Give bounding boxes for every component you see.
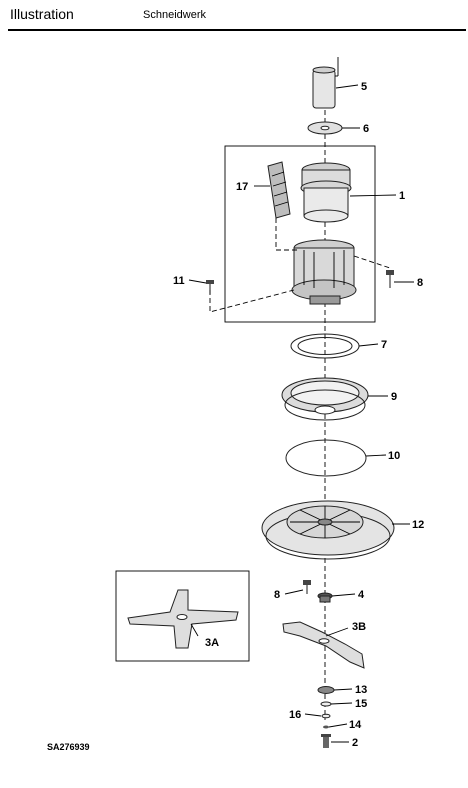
part-13-washer bbox=[317, 686, 335, 694]
callout-8-lower: 8 bbox=[274, 589, 280, 601]
callout-3b: 3B bbox=[352, 621, 366, 633]
part-6-plate bbox=[307, 121, 343, 135]
part-10-o-ring bbox=[285, 439, 367, 477]
callout-4: 4 bbox=[358, 589, 365, 601]
part-1-motor-housing bbox=[300, 162, 352, 223]
callout-12: 12 bbox=[412, 519, 424, 531]
part-3b-blade bbox=[282, 621, 365, 669]
callout-7: 7 bbox=[381, 339, 387, 351]
part-8-screw-lower bbox=[303, 580, 311, 594]
part-14-spacer bbox=[323, 725, 329, 729]
header-rule bbox=[8, 29, 466, 31]
part-3a-blade bbox=[127, 589, 239, 649]
inset-box-3a bbox=[115, 570, 250, 662]
part-4-hub bbox=[317, 592, 333, 603]
section-label: Illustration bbox=[10, 6, 74, 22]
screw-guide-line-left bbox=[209, 289, 295, 313]
part-9-bearing-housing bbox=[281, 377, 369, 421]
part-lower-housing bbox=[291, 239, 357, 305]
part-15-washer bbox=[320, 701, 332, 707]
callout-8-upper: 8 bbox=[417, 277, 423, 289]
callout-5: 5 bbox=[361, 81, 367, 93]
part-8-screw-upper bbox=[386, 270, 394, 288]
screw-guide-line-right bbox=[353, 255, 391, 269]
callout-17: 17 bbox=[236, 181, 248, 193]
callout-6: 6 bbox=[363, 123, 369, 135]
callout-9: 9 bbox=[391, 391, 397, 403]
callout-2: 2 bbox=[352, 737, 358, 749]
callout-13: 13 bbox=[355, 684, 367, 696]
assembly-box bbox=[224, 145, 376, 323]
callout-1: 1 bbox=[399, 190, 405, 202]
figure-code: SA276939 bbox=[47, 742, 90, 752]
callout-15: 15 bbox=[355, 698, 367, 710]
part-12-blade-housing bbox=[261, 500, 395, 560]
part-5-capacitor bbox=[312, 57, 339, 109]
callout-3a: 3A bbox=[205, 637, 219, 649]
board-guide-line bbox=[275, 218, 300, 251]
part-11-screw bbox=[206, 280, 214, 294]
callout-14: 14 bbox=[349, 719, 362, 731]
callout-11: 11 bbox=[173, 275, 185, 287]
part-2-bolt bbox=[321, 734, 331, 748]
callout-16: 16 bbox=[289, 709, 301, 721]
callout-10: 10 bbox=[388, 450, 400, 462]
part-17-circuit-board bbox=[267, 161, 291, 219]
part-16-washer bbox=[321, 713, 331, 719]
page-title: Schneidwerk bbox=[143, 9, 206, 21]
leader-lines bbox=[188, 84, 414, 743]
